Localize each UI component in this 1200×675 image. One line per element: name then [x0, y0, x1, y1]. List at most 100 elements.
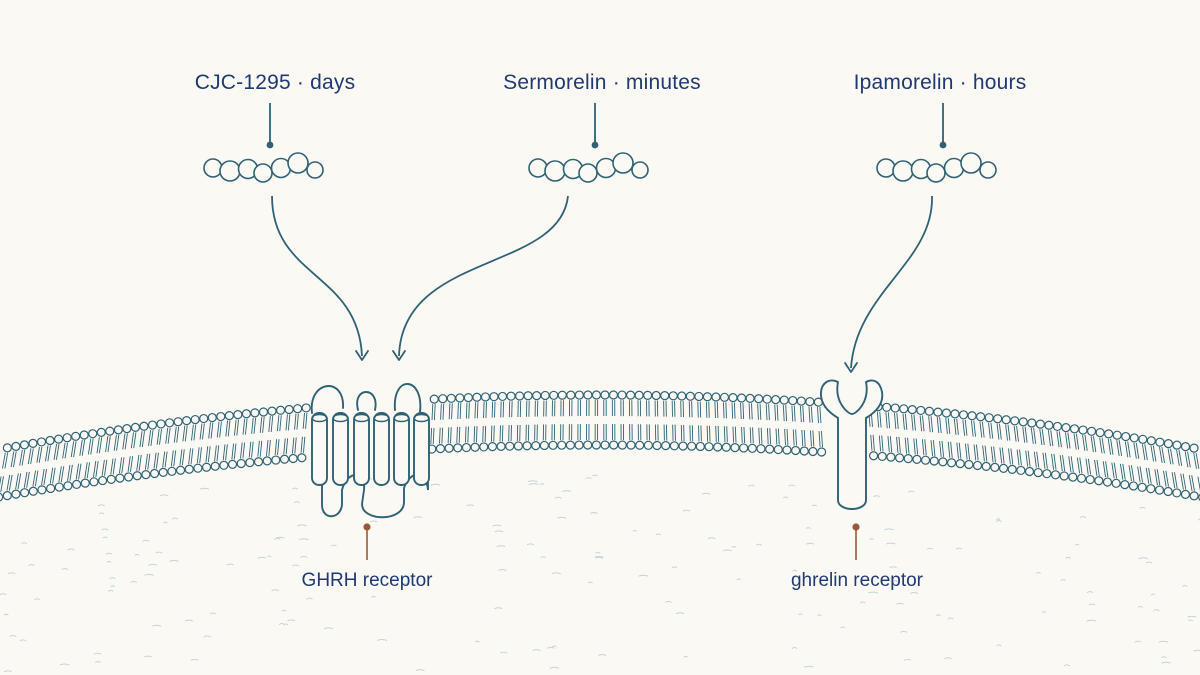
cytoplasm-speckle — [278, 623, 285, 625]
lipid-tail — [885, 412, 888, 429]
lipid-tail — [911, 414, 914, 431]
lipid-tail — [130, 456, 134, 473]
lipid-head-outer — [1163, 439, 1174, 449]
lipid-head-outer — [1010, 416, 1020, 426]
lipid-head-inner — [609, 440, 619, 450]
lipid-head-outer — [933, 407, 943, 417]
lipid-tail — [990, 422, 994, 439]
lipid-tail — [1135, 442, 1140, 459]
lipid-tail — [439, 427, 441, 444]
lipid-head-inner — [1189, 491, 1199, 501]
lipid-tail — [939, 440, 942, 457]
cytoplasm-speckle — [955, 547, 963, 550]
cytoplasm-speckle — [552, 645, 557, 648]
cytoplasm-speckle — [562, 490, 572, 492]
lipid-tail — [793, 405, 796, 422]
lipid-head-inner — [37, 485, 47, 495]
lipid-head-outer — [651, 390, 661, 401]
lipid-head-outer — [1044, 420, 1054, 430]
cytoplasm-speckle — [805, 542, 815, 545]
lipid-head-inner — [583, 440, 593, 450]
lipid-head-inner — [0, 492, 4, 502]
lipid-tail — [296, 413, 299, 430]
peptide-label-sermorelin: Sermorelin · minutes — [503, 71, 701, 94]
cytoplasm-speckle — [67, 548, 75, 551]
lipid-head-inner — [765, 444, 775, 454]
lipid-tail — [474, 402, 476, 419]
cytoplasm-speckle — [592, 474, 598, 477]
lipid-head-outer — [207, 412, 217, 423]
lipid-head-outer — [105, 426, 115, 436]
lipid-head-outer — [549, 390, 559, 400]
lipid-tail — [219, 421, 222, 438]
lipid-tail — [1191, 475, 1195, 492]
lipid-tail — [1005, 424, 1008, 441]
lipid-tail — [276, 415, 280, 432]
cytoplasm-speckle — [466, 504, 475, 507]
lipid-tail — [62, 442, 66, 459]
lipid-tail — [1107, 438, 1112, 455]
cytoplasm-speckle — [935, 614, 941, 617]
lipid-tail — [902, 413, 905, 430]
lipid-tail — [723, 402, 725, 419]
lipid-head-inner — [565, 440, 575, 450]
lipid-tail — [69, 464, 73, 481]
lipid-head-outer — [805, 396, 815, 407]
lipid-tail — [210, 422, 214, 439]
lipid-tail — [1027, 450, 1031, 467]
lipid-head-inner — [635, 440, 645, 450]
lipid-head-outer — [156, 419, 166, 429]
lipid-tail — [1082, 434, 1086, 451]
lipid-head-outer — [719, 392, 730, 402]
lipid-tail — [467, 426, 469, 443]
lipid-head-inner — [574, 440, 584, 450]
lipid-tail — [458, 426, 461, 443]
cytoplasm-speckle — [540, 556, 546, 558]
lipid-head-inner — [903, 454, 913, 464]
lipid-tail — [78, 463, 82, 480]
cytoplasm-speckle — [163, 521, 168, 524]
lipid-tail — [193, 424, 197, 441]
lipid-tail — [216, 445, 220, 462]
cytoplasm-speckle — [306, 597, 313, 600]
lipid-tail — [70, 441, 75, 458]
lipid-tail — [233, 419, 237, 436]
lipid-tail — [96, 437, 100, 454]
lipid-tail — [919, 415, 923, 432]
lipid-tail — [242, 418, 246, 435]
cytoplasm-speckle — [274, 537, 281, 540]
lipid-tail — [1174, 472, 1178, 489]
lipid-head-inner — [123, 472, 134, 482]
lipid-tail — [150, 429, 154, 446]
lipid-head-inner — [461, 442, 472, 453]
lipid-tail — [743, 426, 746, 443]
lipid-head-outer — [45, 435, 55, 446]
lipid-tail — [930, 440, 933, 457]
lipid-head-inner — [591, 440, 601, 450]
lipid-head-outer — [617, 390, 627, 400]
lipid-tail — [1068, 456, 1072, 473]
lipid-tail — [268, 439, 271, 456]
ghrh-helix-cap-6 — [413, 413, 430, 423]
lipid-tail — [812, 430, 815, 447]
lipid-head-outer — [62, 433, 72, 443]
lipid-tail — [777, 428, 780, 445]
lipid-tail — [98, 437, 103, 454]
lipid-head-outer — [429, 394, 439, 404]
lipid-head-outer — [11, 441, 21, 451]
receptors — [310, 379, 884, 519]
lipid-head-inner — [652, 440, 662, 451]
lipid-head-inner — [929, 456, 939, 466]
cytoplasm-speckle — [723, 549, 732, 552]
cytoplasm-speckle — [782, 496, 789, 499]
lipid-tail — [1128, 465, 1132, 482]
lipid-head-outer — [1035, 419, 1045, 429]
cytoplasm-speckle — [203, 635, 211, 638]
cytoplasm-speckle — [106, 560, 112, 563]
lipid-head-outer — [967, 411, 977, 421]
lipid-tail — [1093, 436, 1097, 453]
lipid-tail — [55, 443, 60, 460]
cytoplasm-speckle — [1150, 593, 1156, 596]
lipid-tail — [156, 428, 160, 445]
lipid-tail — [947, 417, 951, 434]
